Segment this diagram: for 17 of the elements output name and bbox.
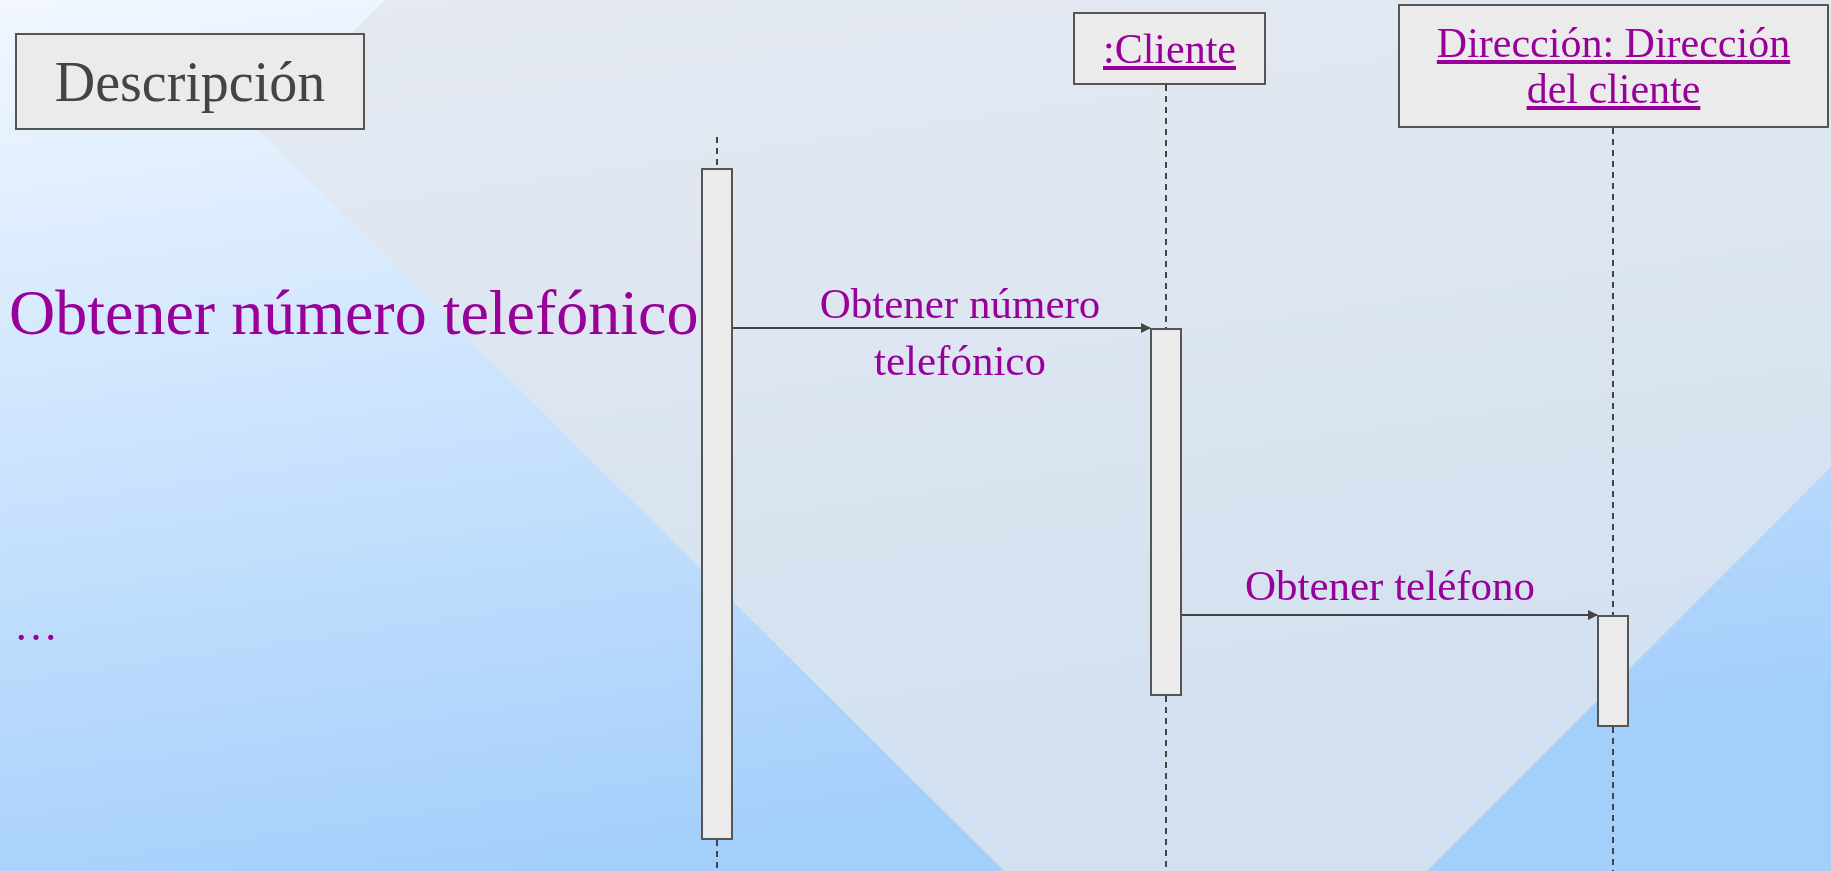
- activation-bar: [701, 168, 733, 840]
- object-box: [1398, 4, 1829, 128]
- object-box: [1073, 12, 1266, 85]
- object-name: :Cliente: [1103, 25, 1236, 72]
- lifeline: [1165, 84, 1167, 329]
- edge-label: Obtener número telefónico: [818, 279, 1102, 386]
- heading-text: Descripción: [54, 49, 326, 114]
- title-box: [15, 33, 365, 130]
- activation-bar: [1597, 615, 1629, 727]
- object-name: Dirección: Dirección del cliente: [1435, 20, 1792, 112]
- ellipsis-text: …: [14, 600, 58, 651]
- lifeline: [1612, 127, 1614, 616]
- activation-bar: [1150, 328, 1182, 696]
- edge-label: Obtener teléfono: [1243, 561, 1537, 611]
- step-text: Obtener número telefónico: [9, 276, 699, 350]
- message-arrow: [1181, 610, 1598, 620]
- message-arrow: [732, 323, 1151, 333]
